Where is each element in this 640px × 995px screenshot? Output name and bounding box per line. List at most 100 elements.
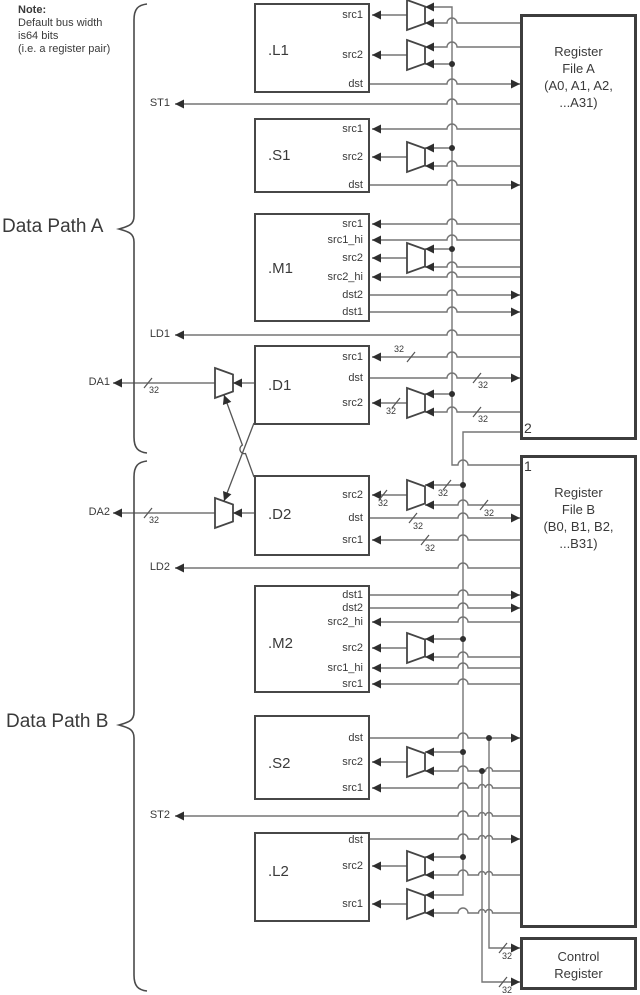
mux-icon: [406, 241, 426, 275]
datapath-b-label: Data Path B: [6, 711, 109, 732]
note-line: (i.e. a register pair): [18, 43, 111, 55]
rfa-line: ...A31): [559, 95, 598, 110]
bus-width-label: 32: [501, 951, 512, 961]
port-label: dst: [348, 78, 363, 90]
port-label: src2_hi: [327, 271, 363, 283]
port-label: src1: [342, 9, 363, 21]
unit-d1-name: .D1: [268, 377, 292, 394]
port-label: dst: [348, 834, 363, 846]
bus-width-label: 32: [477, 414, 488, 424]
cr-line: Control: [557, 949, 600, 964]
unit-s2: .S2 dst src2 src1: [254, 715, 370, 800]
note-block: Note: Default bus width is64 bits (i.e. …: [18, 4, 158, 56]
unit-s1: .S1 src1 src2 dst: [254, 118, 370, 193]
rfa-line: File A: [562, 61, 595, 76]
bus-width-label: 32: [412, 521, 423, 531]
mux-icon: [214, 496, 234, 530]
ld2-label: LD2: [149, 561, 170, 573]
rfa-line: Register: [554, 44, 603, 59]
arrowheads: [113, 2, 520, 987]
port-label: src2: [342, 756, 363, 768]
port-label: src1: [342, 351, 363, 363]
port-label: dst1: [342, 589, 363, 601]
bus-cr-write: [488, 738, 520, 949]
bus-width-label: 32: [437, 488, 448, 498]
register-file-b-text: Register File B (B0, B1, B2, ...B31): [523, 484, 634, 552]
unit-s1-name: .S1: [268, 147, 291, 164]
cross-path-2-tag: 2: [524, 420, 532, 436]
bus-1x: [425, 6, 520, 466]
port-label: src1_hi: [327, 234, 363, 246]
register-file-a: Register File A (A0, A1, A2, ...A31): [520, 14, 637, 440]
unit-m2: .M2 dst1 dst2 src2_hi src2 src1_hi src1: [254, 585, 370, 693]
port-label: src2: [342, 642, 363, 654]
bus-width-label: 32: [385, 406, 396, 416]
unit-l1-name: .L1: [268, 42, 289, 59]
mux-icon: [406, 38, 426, 72]
register-file-b: Register File B (B0, B1, B2, ...B31): [520, 455, 637, 928]
unit-d2-name: .D2: [268, 506, 292, 523]
mux-icon: [406, 887, 426, 921]
port-label: dst: [348, 732, 363, 744]
cross-address-wires: [223, 394, 255, 502]
unit-m1: .M1 src1 src1_hi src2 src2_hi dst2 dst1: [254, 213, 370, 322]
port-label: dst: [348, 179, 363, 191]
note-line: is64 bits: [18, 30, 59, 42]
port-label: src1_hi: [327, 662, 363, 674]
unit-s2-name: .S2: [268, 755, 291, 772]
port-label: src1: [342, 534, 363, 546]
rfb-line: (B0, B1, B2,: [543, 519, 614, 534]
port-label: src2: [342, 252, 363, 264]
bus-width-label: 32: [501, 985, 512, 995]
mux-icon: [214, 366, 234, 400]
bus-width-label: 32: [148, 515, 159, 525]
unit-d1: .D1 src1 dst src2: [254, 345, 370, 425]
mux-icon: [406, 386, 426, 420]
unit-l1: .L1 src1 src2 dst: [254, 3, 370, 93]
port-label: dst2: [342, 289, 363, 301]
mux-icons: [214, 0, 426, 921]
port-label: src2: [342, 397, 363, 409]
register-file-a-text: Register File A (A0, A1, A2, ...A31): [523, 43, 634, 111]
rfa-line: (A0, A1, A2,: [544, 78, 613, 93]
port-label: src1: [342, 898, 363, 910]
port-label: dst: [348, 512, 363, 524]
port-label: src1: [342, 782, 363, 794]
da2-label: DA2: [88, 506, 110, 518]
port-label: src1: [342, 123, 363, 135]
port-label: src1: [342, 678, 363, 690]
st1-label: ST1: [149, 97, 170, 109]
bus-width-label: 32: [377, 498, 388, 508]
port-label: src2: [342, 860, 363, 872]
control-register: Control Register: [520, 937, 637, 990]
mux-icon: [406, 849, 426, 883]
port-label: dst2: [342, 602, 363, 614]
unit-l2: .L2 dst src2 src1: [254, 832, 370, 922]
note-title: Note:: [18, 4, 47, 16]
bus-width-label: 32: [483, 508, 494, 518]
ld1-label: LD1: [149, 328, 170, 340]
bus-cr-read: [481, 771, 520, 983]
cr-line: Register: [554, 966, 603, 981]
mux-icon: [406, 478, 426, 512]
st2-label: ST2: [149, 809, 170, 821]
port-label: dst: [348, 372, 363, 384]
port-label: src2: [342, 151, 363, 163]
rfb-line: File B: [561, 502, 596, 517]
unit-l2-name: .L2: [268, 863, 289, 880]
bus-width-label: 32: [393, 344, 404, 354]
bus-width-label: 32: [477, 380, 488, 390]
mux-icon: [406, 0, 426, 32]
datapath-a-label: Data Path A: [2, 216, 104, 237]
rfb-line: Register: [554, 485, 603, 500]
rfb-line: ...B31): [559, 536, 598, 551]
brace-datapath-a: [115, 3, 148, 454]
note-line: Default bus width: [18, 17, 103, 29]
port-label: src2_hi: [327, 616, 363, 628]
mux-icon: [406, 631, 426, 665]
cross-path-1-tag: 1: [524, 458, 532, 474]
control-register-text: Control Register: [523, 948, 634, 982]
port-label: dst1: [342, 306, 363, 318]
